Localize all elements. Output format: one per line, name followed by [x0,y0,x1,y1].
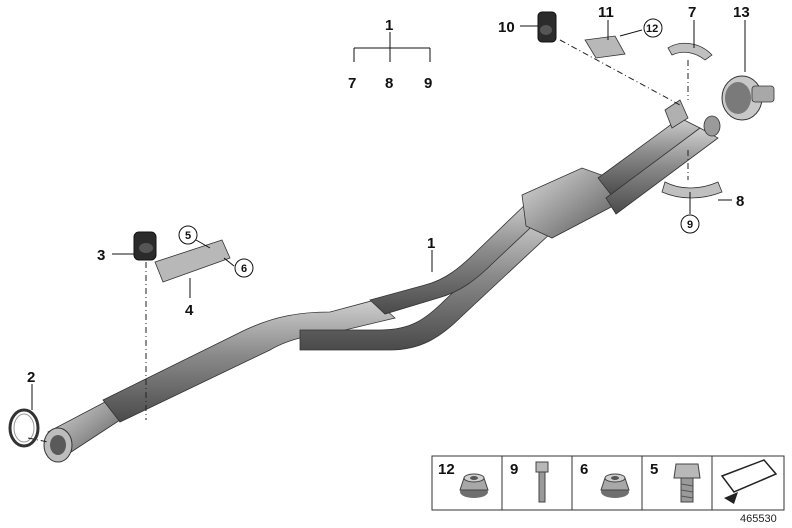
clip-part-7-top [667,42,713,61]
flange-nut-icon [459,473,489,498]
callout-3: 3 [97,247,105,264]
clip-part-8 [661,181,723,199]
legend-label-12: 12 [438,461,455,478]
bracket-part-4 [154,239,231,283]
callout-11: 11 [598,4,614,21]
callout-6-circled: 6 [241,263,247,275]
diagram-reference-number: 465530 [740,513,777,525]
rubber-mount-part-3 [133,231,157,261]
fastener-legend: 12 9 6 5 [431,455,785,511]
legend-label-6: 6 [580,461,588,478]
legend-label-5: 5 [650,461,658,478]
exhaust-pipe [43,99,721,463]
callout-9-circled: 9 [687,219,693,231]
callout-7-right: 7 [688,4,696,21]
callout-1-top: 1 [385,17,393,34]
bracket-part-11 [584,35,626,59]
callout-4: 4 [185,302,194,319]
callout-5-circled: 5 [185,230,191,242]
gasket-part-2 [8,408,40,448]
rubber-mount-part-10 [537,11,557,43]
callout-2: 2 [27,369,35,386]
clamp-part-13 [721,75,775,121]
callout-10: 10 [498,19,515,36]
rear-hanger-bracket [664,99,689,129]
callout-1-mid: 1 [427,235,435,252]
flange-nut-icon [600,473,630,498]
callout-9-top: 9 [424,75,432,92]
hex-bolt-icon [673,463,701,503]
legend-label-9: 9 [510,461,518,478]
callout-7-top: 7 [348,75,356,92]
arrow-symbol-icon [720,459,778,504]
callout-8-right: 8 [736,193,744,210]
callout-8-top: 8 [385,75,393,92]
long-bolt-icon [535,461,549,503]
callout-12-circled: 12 [646,23,658,35]
callout-13: 13 [733,4,750,21]
